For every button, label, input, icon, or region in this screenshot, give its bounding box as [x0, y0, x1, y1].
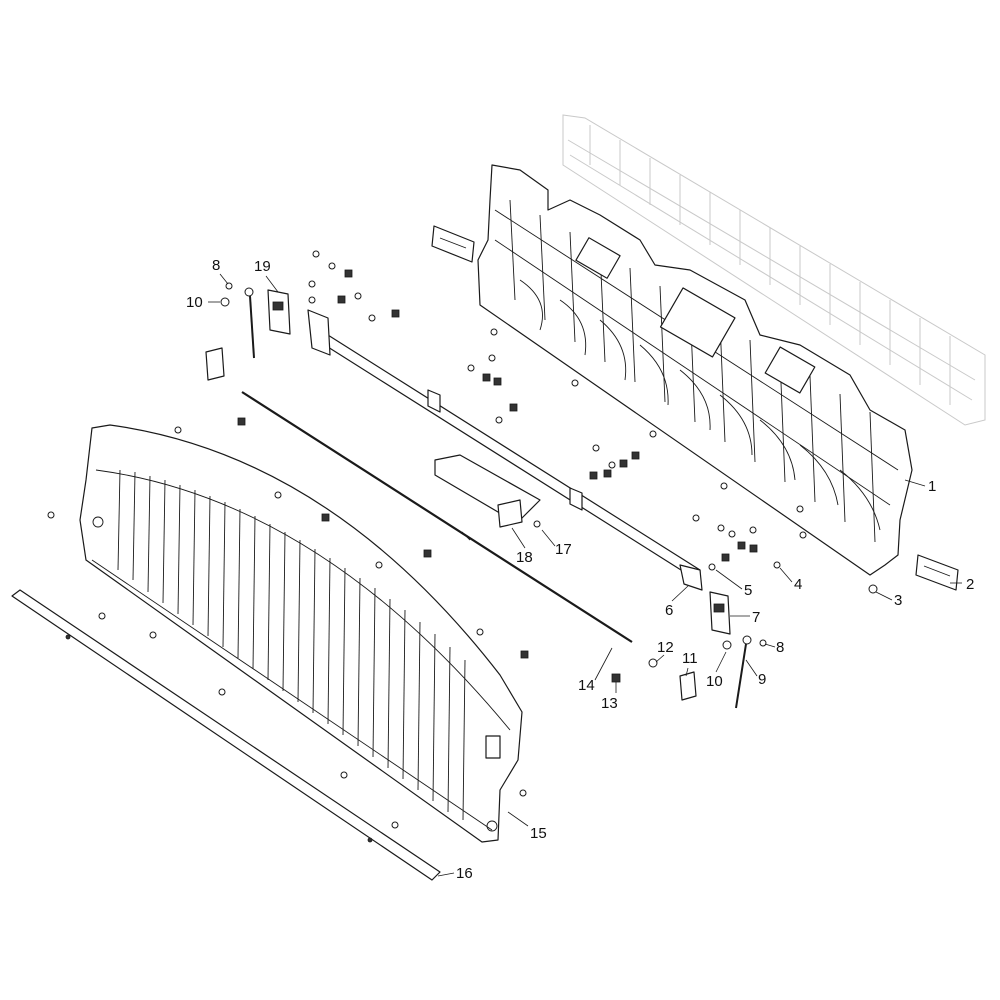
callout-16: 16 [456, 865, 473, 882]
center-bracket-part-18 [434, 454, 541, 528]
callout-6: 6 [665, 602, 673, 619]
callout-15: 15 [530, 825, 547, 842]
latch-part-7 [709, 591, 731, 635]
rod-part-14 [241, 391, 633, 643]
latch-part-19 [267, 289, 291, 335]
callout-13: 13 [601, 695, 618, 712]
callout-7: 7 [752, 609, 760, 626]
callout-4: 4 [794, 576, 802, 593]
callout-11: 11 [682, 650, 698, 667]
callout-8-left: 8 [212, 257, 220, 274]
inner-panel-part-1 [477, 164, 913, 576]
bumper-pad-left [431, 225, 475, 263]
callout-10-left: 10 [186, 294, 203, 311]
bottom-seal-part-16 [11, 589, 441, 881]
cable-left [244, 287, 255, 359]
callout-17: 17 [555, 541, 572, 558]
callout-labels: 1 2 3 4 5 6 7 8 8 9 10 10 11 12 13 14 15… [186, 257, 974, 882]
outer-panel-part-15 [79, 424, 523, 843]
bumper-pad-part-2-right [915, 554, 959, 591]
callout-2: 2 [966, 576, 974, 593]
hardware-fasteners [47, 250, 878, 829]
callout-8-right: 8 [776, 639, 784, 656]
callout-10-right: 10 [706, 673, 723, 690]
ghost-top-trim [562, 114, 986, 426]
callout-5: 5 [744, 582, 752, 599]
leader-lines [208, 273, 962, 877]
support-bar-part-6 [307, 309, 703, 591]
callout-3: 3 [894, 592, 902, 609]
callout-9: 9 [758, 671, 766, 688]
callout-12: 12 [657, 639, 674, 656]
callout-1: 1 [928, 478, 936, 495]
callout-19: 19 [254, 258, 271, 275]
hinge-bracket-part-11 [679, 671, 697, 701]
cable-part-9 [735, 635, 752, 709]
callout-18: 18 [516, 549, 533, 566]
hinge-bracket-left [205, 347, 225, 381]
callout-14: 14 [578, 677, 595, 694]
